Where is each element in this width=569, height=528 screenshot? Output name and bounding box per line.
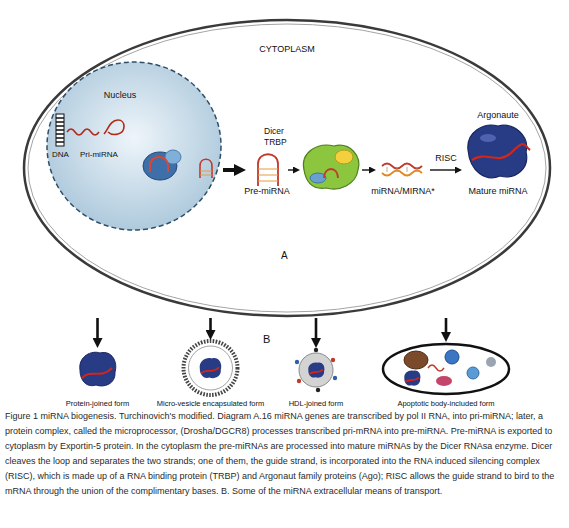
- outline-ellipse: [184, 341, 238, 395]
- pre-mirna-node: Pre-miRNA: [246, 140, 288, 200]
- node-label: Apoptotic body-included form: [380, 398, 512, 409]
- protein-form-node: Protein-joined form: [55, 348, 140, 410]
- outline-ellipse: [383, 344, 509, 394]
- mirna-strand: [82, 368, 112, 378]
- node-label: Pre-miRNA: [234, 186, 300, 197]
- node-label: Micro-vesicle encapsulated form: [148, 398, 273, 409]
- node-label: CYTOPLASM: [22, 44, 552, 55]
- node-label: Mature miRNA: [454, 186, 542, 197]
- nucleus-node: Nucleus: [45, 60, 223, 232]
- edge-label: RISC: [416, 153, 476, 164]
- outline-ellipse: [24, 20, 550, 316]
- outline-inner-ring: [28, 24, 546, 312]
- apoptotic-form-node: Apoptotic body-included form: [380, 342, 512, 410]
- figure-caption: Figure 1 miRNA biogenesis. Turchinovich'…: [5, 409, 563, 499]
- annotation-label: DNA: [52, 149, 69, 160]
- node-label: miRNA/MIRNA*: [364, 186, 442, 197]
- connector-arrow: [96, 318, 99, 338]
- argonaute-body: [308, 362, 324, 377]
- node-label: Protein-joined form: [55, 398, 140, 409]
- hdl-form-node: HDL-joined form: [280, 348, 352, 410]
- argonaute-body: [80, 352, 116, 386]
- outline-inner-ring: [189, 346, 233, 390]
- apolipoprotein-dot: [297, 379, 301, 383]
- apolipoprotein-dot: [333, 376, 337, 380]
- protein-joined-mirna: [80, 352, 116, 386]
- apolipoprotein-dot: [314, 348, 318, 352]
- annotation-label: A: [281, 250, 288, 261]
- apolipoprotein-dot: [295, 360, 299, 364]
- vesicle-form-node: Micro-vesicle encapsulated form: [148, 340, 273, 410]
- cell-node: CYTOPLASMNucleusPre-miRNADicer TRBPmiRNA…: [22, 18, 552, 318]
- node-label: Dicer TRBP: [264, 126, 294, 148]
- connector-arrow: [315, 318, 318, 338]
- apolipoprotein-dot: [316, 388, 320, 392]
- dicer-complex-node: Dicer TRBP: [300, 140, 362, 200]
- hdl-cargo: [308, 362, 324, 377]
- apolipoprotein-dot: [331, 358, 335, 362]
- outline-ellipse: [47, 62, 221, 230]
- connector-arrow: [209, 318, 212, 330]
- node-label: Argonaute: [457, 110, 539, 121]
- hdl-particle: [295, 348, 337, 392]
- annotation-label: Pri-miRNA: [80, 149, 118, 160]
- node-outline: [45, 60, 223, 232]
- node-label: Nucleus: [85, 90, 155, 101]
- connector-arrow: [445, 318, 448, 332]
- mature-mirna-node: ArgonauteMature miRNA: [462, 110, 534, 200]
- mirna-strand: [309, 370, 323, 375]
- annotation-label: B: [263, 334, 270, 345]
- hdl-core: [299, 353, 333, 387]
- node-label: HDL-joined form: [280, 398, 352, 409]
- duplex-node: miRNA/MIRNA*: [376, 140, 430, 200]
